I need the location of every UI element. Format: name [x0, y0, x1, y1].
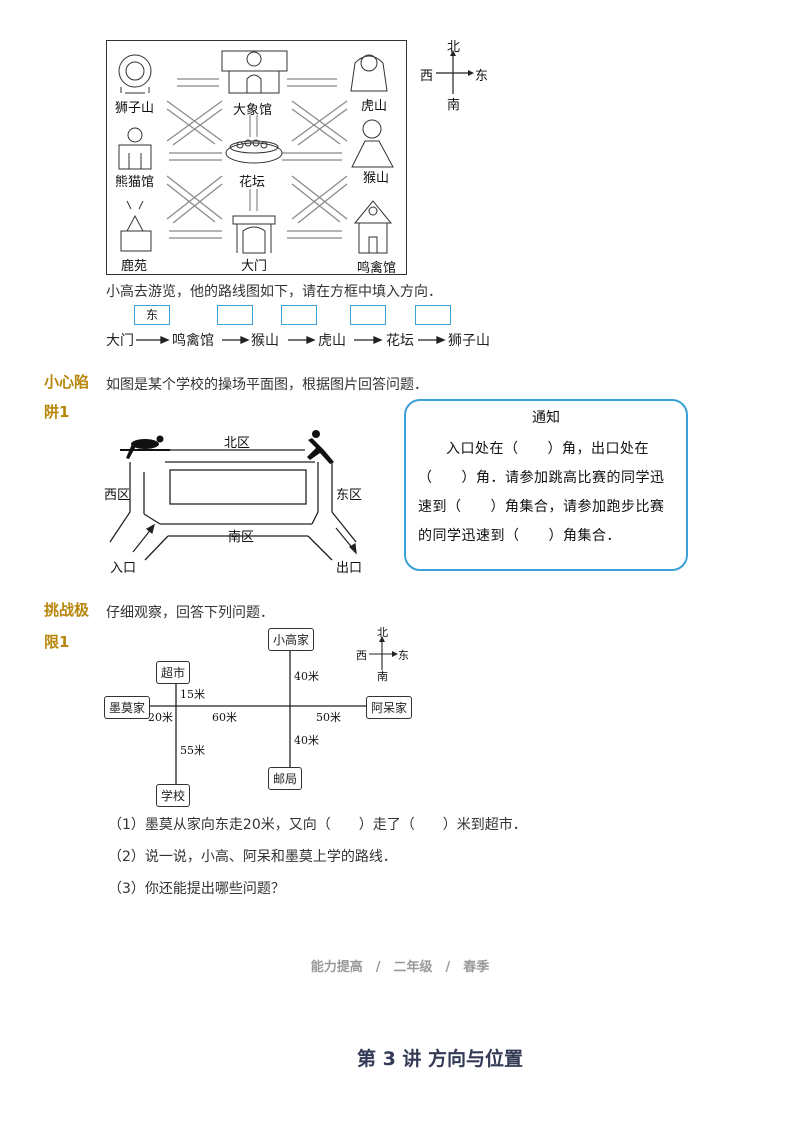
- place-adai: 阿呆家: [366, 696, 413, 719]
- section1-label-1: 小心陷: [44, 373, 90, 391]
- answer-box-3[interactable]: [281, 305, 317, 325]
- answer-box-2[interactable]: [217, 305, 253, 325]
- deer-icon: [120, 200, 152, 252]
- zoo-map: 狮子山 大象馆 虎山 熊猫馆 花坛 猴山 鹿苑 大门 鸣禽馆: [106, 40, 407, 276]
- area-east: 东区: [336, 488, 363, 503]
- bird-icon: [353, 200, 393, 254]
- dist-adai: 50米: [316, 711, 341, 724]
- compass-north: 北: [447, 40, 461, 55]
- zoo-instruction: 小高去游览，他的路线图如下，请在方框中填入方向．: [106, 284, 442, 300]
- place-supermarket: 超市: [156, 661, 191, 684]
- label-lion: 狮子山: [115, 101, 155, 116]
- dist-momo: 20米: [148, 711, 173, 724]
- high-jump-icon: [120, 435, 170, 459]
- section1-label-2: 阱1: [44, 403, 70, 421]
- label-monkey: 猴山: [363, 171, 390, 186]
- page-footer: 能力提高 / 二年级 / 春季: [310, 960, 490, 975]
- route-flower: 花坛: [386, 333, 414, 349]
- label-panda: 熊猫馆: [115, 175, 155, 190]
- lion-icon: [118, 54, 152, 94]
- flowerbed-icon: [225, 139, 283, 164]
- compass-west: 西: [420, 69, 434, 84]
- notice-title: 通知: [532, 410, 560, 426]
- route-lion: 狮子山: [448, 333, 490, 349]
- zoo-paths: [118, 50, 394, 254]
- route-map: 小高家 超市 墨莫家 阿呆家 邮局 学校 15米 20米 60米 50米 40米…: [104, 626, 424, 810]
- monkey-icon: [351, 119, 394, 168]
- tiger-icon: [350, 54, 388, 92]
- compass2-north: 北: [377, 626, 388, 639]
- chapter-title: 第 3 讲 方向与位置: [356, 1048, 524, 1070]
- answer-box-1[interactable]: 东: [134, 305, 170, 325]
- compass-2: 北 南 西 东: [356, 624, 412, 683]
- dist-school: 55米: [180, 744, 205, 757]
- compass-south: 南: [447, 98, 461, 113]
- label-deer: 鹿苑: [121, 259, 148, 274]
- place-school: 学校: [156, 784, 191, 807]
- compass2-south: 南: [377, 670, 388, 683]
- compass-east: 东: [475, 69, 489, 84]
- notice-card: 通知 入口处在（ ）角，出口处在（ ）角．请参加跳高比赛的同学迅速到（ ）角集合…: [404, 399, 688, 571]
- dist-supermarket: 15米: [180, 688, 205, 701]
- dist-middle: 60米: [212, 711, 237, 724]
- label-bird: 鸣禽馆: [357, 261, 397, 276]
- playground-map: 北区 西区 东区 南区 入口 出口: [100, 420, 390, 580]
- panda-icon: [118, 127, 152, 170]
- label-tiger: 虎山: [361, 99, 388, 114]
- question-2: （2）说一说，小高、阿呆和墨莫上学的路线．: [108, 849, 397, 865]
- question-1: （1）墨莫从家向东走20米，又向（ ）走了（ ）米到超市．: [108, 817, 527, 833]
- elephant-icon: [221, 50, 288, 94]
- entrance-label: 入口: [110, 561, 137, 576]
- exit-label: 出口: [336, 561, 363, 576]
- dist-post: 40米: [294, 734, 319, 747]
- compass2-east: 东: [398, 649, 409, 662]
- compass2-west: 西: [356, 649, 367, 662]
- question-3: （3）你还能提出哪些问题？: [108, 881, 285, 897]
- answer-box-5[interactable]: [415, 305, 451, 325]
- place-momo: 墨莫家: [104, 696, 151, 719]
- section2-label-2: 限1: [44, 633, 70, 651]
- section2-label-1: 挑战极: [44, 601, 90, 619]
- route-bird: 鸣禽馆: [172, 333, 214, 349]
- compass-1: 北 南 西 东: [420, 36, 490, 113]
- answer-box-4[interactable]: [350, 305, 386, 325]
- route-monkey: 猴山: [251, 333, 279, 349]
- dist-xiaogao: 40米: [294, 670, 319, 683]
- place-post: 邮局: [268, 767, 303, 790]
- section2-prompt: 仔细观察，回答下列问题．: [106, 605, 274, 621]
- label-gate: 大门: [241, 259, 268, 274]
- gate-icon: [232, 215, 276, 254]
- route-arrows: [136, 336, 446, 344]
- area-south: 南区: [228, 530, 255, 545]
- route-tiger: 虎山: [318, 333, 346, 349]
- label-elephant: 大象馆: [233, 103, 273, 118]
- place-xiaogao: 小高家: [268, 628, 315, 651]
- notice-body: 入口处在（ ）角，出口处在（ ）角．请参加跳高比赛的同学迅速到（ ）角集合，请参…: [418, 441, 665, 544]
- section1-prompt: 如图是某个学校的操场平面图，根据图片回答问题．: [106, 377, 428, 393]
- area-west: 西区: [104, 488, 131, 503]
- label-flower: 花坛: [239, 175, 266, 190]
- route-gate: 大门: [106, 333, 134, 349]
- runner-icon: [307, 430, 334, 464]
- area-north: 北区: [224, 436, 251, 451]
